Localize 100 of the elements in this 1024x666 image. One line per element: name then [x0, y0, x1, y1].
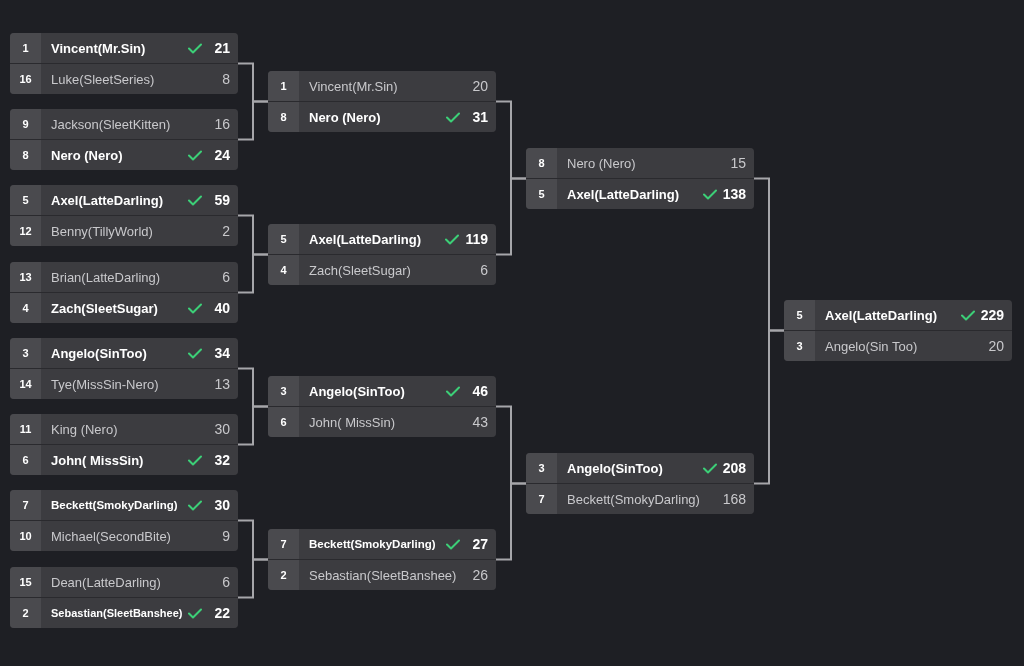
- player-row: [10, 64, 238, 94]
- score: 27: [471, 536, 489, 552]
- score: 46: [471, 383, 489, 399]
- score: 208: [722, 460, 747, 476]
- seed-number: 6: [268, 407, 299, 437]
- player-row: [10, 598, 238, 628]
- bracket-line: [237, 253, 269, 294]
- seed-number: 2: [10, 598, 41, 628]
- player-name: King (Nero): [50, 421, 119, 437]
- seed-number: 14: [10, 369, 41, 399]
- score: 119: [465, 231, 489, 247]
- player-row: [10, 567, 238, 597]
- player-name: Zach(SleetSugar): [308, 262, 412, 278]
- seed-number: 7: [10, 490, 41, 520]
- player-row: [526, 484, 754, 514]
- player-row: [10, 185, 238, 215]
- player-name: Tye(MissSin-Nero): [50, 376, 160, 392]
- score: 229: [980, 307, 1005, 323]
- player-name: Nero (Nero): [50, 147, 124, 163]
- bracket-line: [495, 177, 527, 256]
- player-row: [268, 224, 496, 254]
- match-card: [10, 262, 238, 323]
- match-card: [784, 300, 1012, 361]
- seed-number: 6: [10, 445, 41, 475]
- seed-number: 9: [10, 109, 41, 139]
- score: 30: [213, 497, 231, 513]
- seed-number: 8: [526, 148, 557, 178]
- player-name: Angelo(SinToo): [50, 345, 148, 361]
- match-card: [268, 224, 496, 285]
- player-name: Jackson(SleetKitten): [50, 116, 172, 132]
- player-name: Dean(LatteDarling): [50, 574, 162, 590]
- player-row: [526, 148, 754, 178]
- player-row: [10, 140, 238, 170]
- player-row: [268, 376, 496, 406]
- seed-number: 5: [526, 179, 557, 209]
- player-name: Vincent(Mr.Sin): [50, 40, 147, 56]
- seed-number: 4: [268, 255, 299, 285]
- score: 59: [213, 192, 231, 208]
- player-name: Axel(LatteDarling): [566, 186, 680, 202]
- player-name: Sebastian(SleetBanshee): [308, 567, 458, 583]
- score: 20: [987, 338, 1005, 354]
- seed-number: 1: [10, 33, 41, 63]
- player-row: [784, 300, 1012, 330]
- player-name: Axel(LatteDarling): [50, 192, 164, 208]
- score: 16: [213, 116, 231, 132]
- player-row: [268, 560, 496, 590]
- player-name: Sebastian(SleetBanshee): [50, 607, 182, 619]
- score: 13: [213, 376, 231, 392]
- seed-number: 7: [268, 529, 299, 559]
- player-row: [784, 331, 1012, 361]
- player-name: Benny(TillyWorld): [50, 223, 154, 239]
- player-name: Vincent(Mr.Sin): [308, 78, 399, 94]
- bracket-line: [495, 482, 527, 561]
- seed-number: 2: [268, 560, 299, 590]
- player-row: [268, 529, 496, 559]
- bracket-line: [237, 405, 269, 446]
- player-row: [268, 255, 496, 285]
- score: 2: [221, 223, 231, 239]
- player-row: [10, 216, 238, 246]
- match-card: [268, 529, 496, 590]
- match-card: [10, 33, 238, 94]
- score: 40: [213, 300, 231, 316]
- seed-number: 16: [10, 64, 41, 94]
- seed-number: 10: [10, 521, 41, 551]
- score: 6: [221, 574, 231, 590]
- player-row: [526, 179, 754, 209]
- player-name: Angelo(SinToo): [308, 383, 406, 399]
- seed-number: 12: [10, 216, 41, 246]
- player-row: [268, 71, 496, 101]
- seed-number: 1: [268, 71, 299, 101]
- score: 30: [213, 421, 231, 437]
- player-name: Beckett(SmokyDarling): [50, 499, 179, 511]
- score: 168: [722, 491, 747, 507]
- score: 22: [213, 605, 231, 621]
- player-row: [10, 369, 238, 399]
- player-row: [10, 109, 238, 139]
- player-name: Michael(SecondBite): [50, 528, 172, 544]
- player-name: Zach(SleetSugar): [50, 300, 159, 316]
- player-name: Nero (Nero): [566, 155, 637, 171]
- seed-number: 4: [10, 293, 41, 323]
- player-row: [10, 490, 238, 520]
- player-name: Axel(LatteDarling): [308, 231, 422, 247]
- player-name: John( MissSin): [308, 414, 396, 430]
- score: 20: [471, 78, 489, 94]
- score: 24: [213, 147, 231, 163]
- player-row: [526, 453, 754, 483]
- seed-number: 7: [526, 484, 557, 514]
- score: 21: [213, 40, 231, 56]
- score: 6: [479, 262, 489, 278]
- player-name: Luke(SleetSeries): [50, 71, 156, 87]
- seed-number: 5: [268, 224, 299, 254]
- player-name: Nero (Nero): [308, 109, 382, 125]
- player-name: Axel(LatteDarling): [824, 307, 938, 323]
- seed-number: 3: [10, 338, 41, 368]
- seed-number: 13: [10, 262, 41, 292]
- seed-number: 15: [10, 567, 41, 597]
- seed-number: 11: [10, 414, 41, 444]
- match-card: [10, 185, 238, 246]
- player-row: [10, 293, 238, 323]
- match-card: [10, 414, 238, 475]
